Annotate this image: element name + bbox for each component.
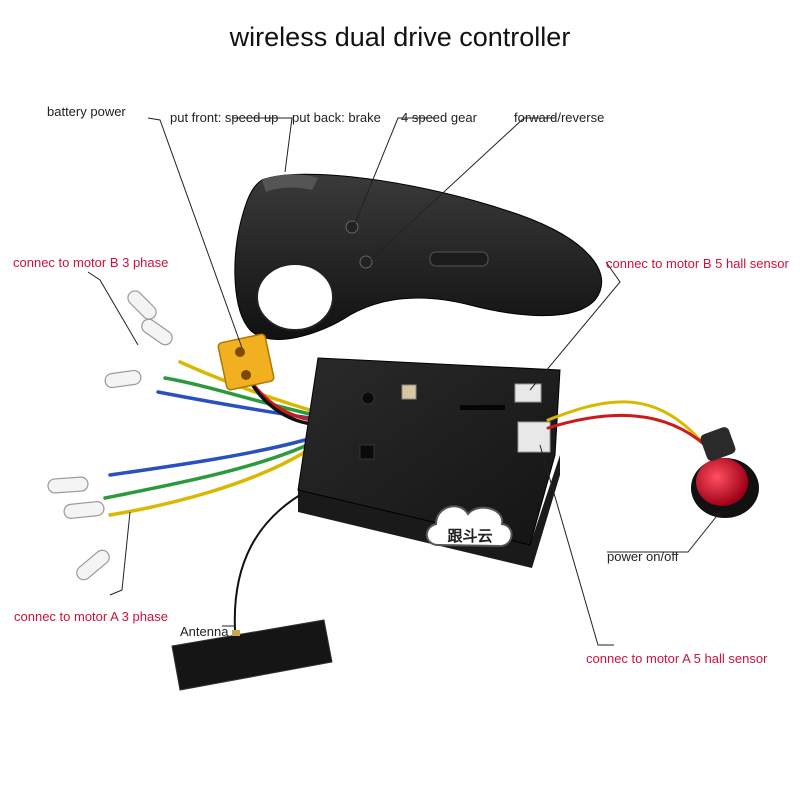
label-motor-b-hall: connec to motor B 5 hall sensor: [606, 256, 789, 271]
label-power-onoff: power on/off: [607, 549, 679, 564]
label-motor-b-3phase: connec to motor B 3 phase: [13, 255, 169, 270]
label-battery-power: battery power: [47, 104, 126, 119]
left-wires: [103, 360, 314, 517]
motor-a-connectors: [47, 476, 110, 581]
watermark-logo: [425, 505, 513, 548]
direction-button: [359, 255, 373, 269]
label-put-back: put back: brake: [292, 110, 381, 125]
remote-controller: [234, 173, 603, 340]
watermark-text: 跟斗云: [447, 527, 493, 545]
pointer-lines: [87, 117, 721, 646]
label-motor-a-3phase: connec to motor A 3 phase: [14, 609, 168, 624]
label-antenna: Antenna: [180, 624, 229, 639]
speed-gear-button: [345, 220, 359, 234]
hall-socket-a: [517, 421, 551, 453]
power-button: [691, 427, 759, 518]
remote-indicator-slot: [429, 251, 489, 267]
label-put-front: put front: speed up: [170, 110, 279, 125]
label-motor-a-hall: connec to motor A 5 hall sensor: [586, 651, 768, 666]
diagram-title: wireless dual drive controller: [229, 22, 571, 52]
power-wires: [546, 400, 708, 448]
hall-socket-b: [514, 383, 542, 403]
motor-b-connectors: [104, 290, 173, 389]
battery-connector: [217, 333, 275, 391]
label-speed-gear: 4 speed gear: [401, 110, 477, 125]
antenna: [171, 494, 333, 691]
label-forward-reverse: forward/reverse: [514, 110, 605, 125]
